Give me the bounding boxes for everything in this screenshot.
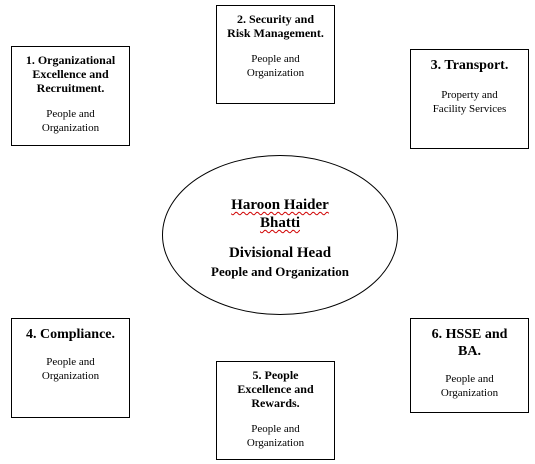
head-name-line1: Haroon Haider xyxy=(231,197,329,213)
head-name: Haroon Haider Bhatti xyxy=(163,196,397,232)
head-role: Divisional Head xyxy=(228,245,332,261)
box-subtitle: Property and Facility Services xyxy=(432,89,507,115)
divisional-head-ellipse: Haroon Haider Bhatti Divisional Head Peo… xyxy=(162,155,398,315)
box-title: 5. People Excellence and Rewards. xyxy=(237,368,314,410)
box-title: 3. Transport. xyxy=(430,58,509,73)
box-security-risk-management: 2. Security and Risk Management. People … xyxy=(216,5,335,104)
box-transport: 3. Transport. Property and Facility Serv… xyxy=(410,49,529,149)
box-people-excellence-rewards: 5. People Excellence and Rewards. People… xyxy=(216,361,335,460)
box-hsse-ba: 6. HSSE and BA. People and Organization xyxy=(410,318,529,413)
head-name-line2: Bhatti xyxy=(259,215,300,231)
box-subtitle: People and Organization xyxy=(246,53,305,79)
box-title: 6. HSSE and BA. xyxy=(431,327,508,359)
box-compliance: 4. Compliance. People and Organization xyxy=(11,318,130,418)
box-title: 4. Compliance. xyxy=(25,327,116,342)
box-organizational-excellence: 1. Organizational Excellence and Recruit… xyxy=(11,46,130,146)
box-title: 1. Organizational Excellence and Recruit… xyxy=(25,53,116,95)
box-subtitle: People and Organization xyxy=(246,423,305,449)
box-title: 2. Security and Risk Management. xyxy=(227,12,324,40)
box-subtitle: People and Organization xyxy=(440,373,499,399)
box-subtitle: People and Organization xyxy=(41,108,100,134)
box-subtitle: People and Organization xyxy=(41,356,100,382)
head-department: People and Organization xyxy=(211,264,349,279)
